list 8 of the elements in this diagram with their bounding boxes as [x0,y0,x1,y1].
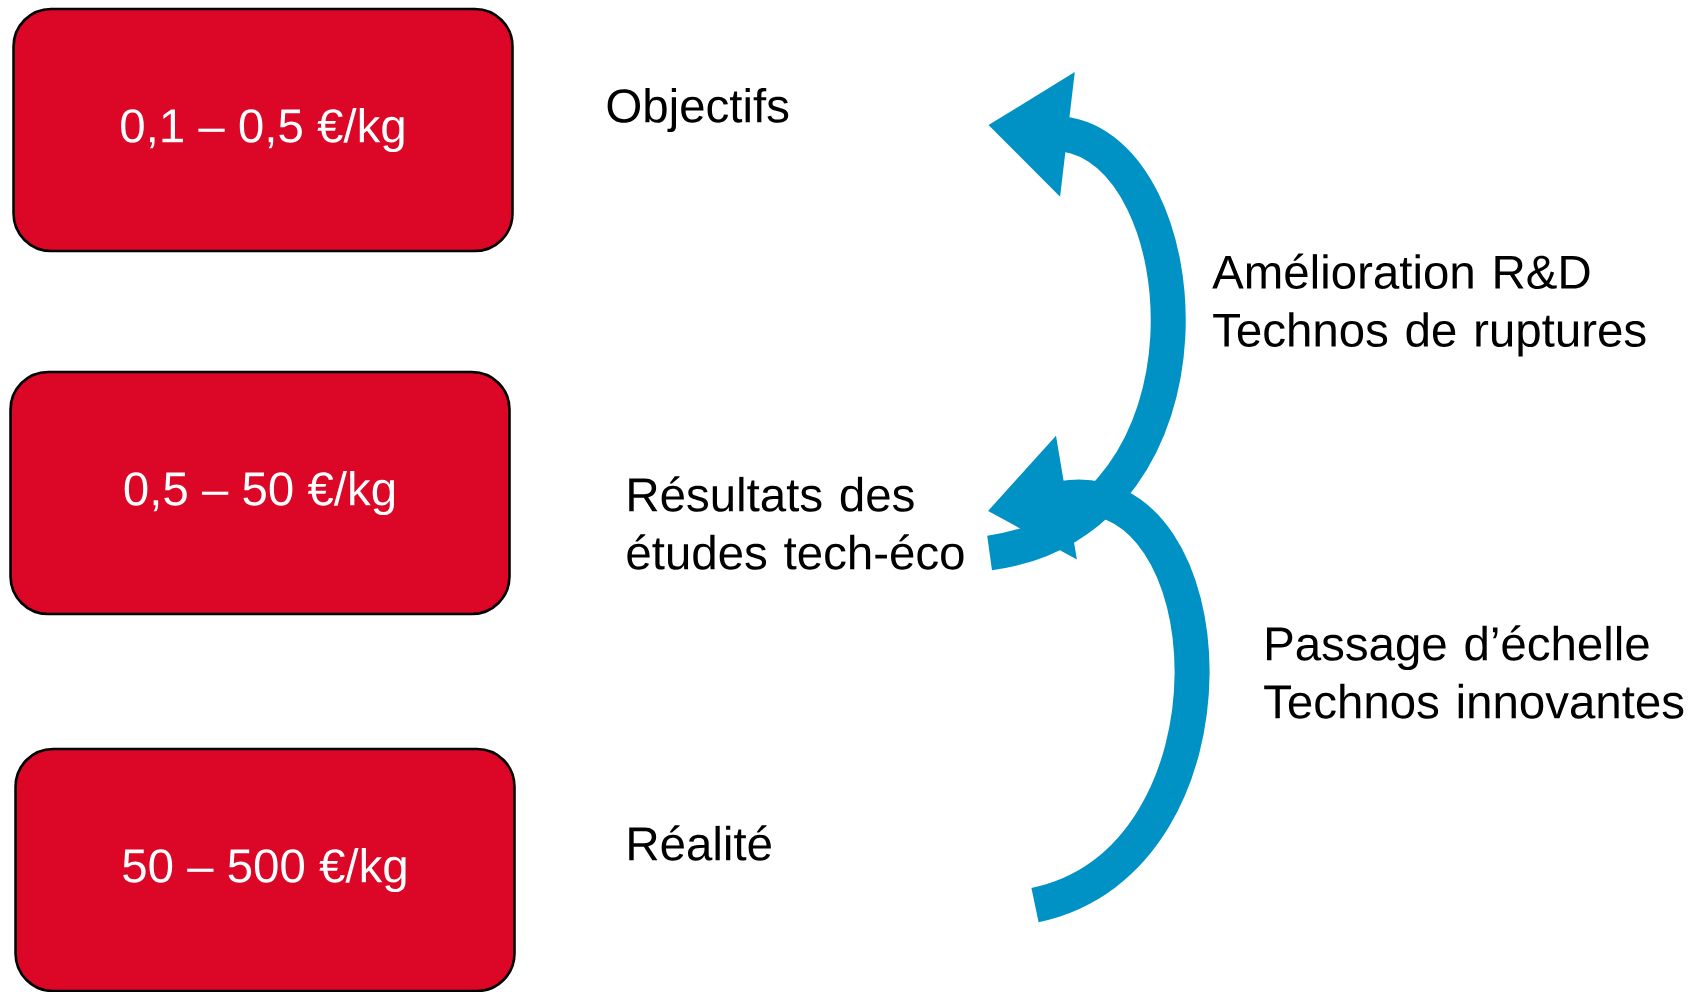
price-box: 0,5 – 50 €/kg [9,370,511,616]
text-label: Résultats des études tech-éco [627,476,964,570]
price-box: 0,1 – 0,5 €/kg [12,7,514,253]
edge-label: Passage d’échelle Technos innovantes [1261,623,1699,721]
edge-label: Amélioration R&D Technos de ruptures [1210,251,1662,359]
price-box: 50 – 500 €/kg [14,747,516,992]
text-label: Réalité [629,825,771,861]
text-label: Objectifs [607,87,789,133]
